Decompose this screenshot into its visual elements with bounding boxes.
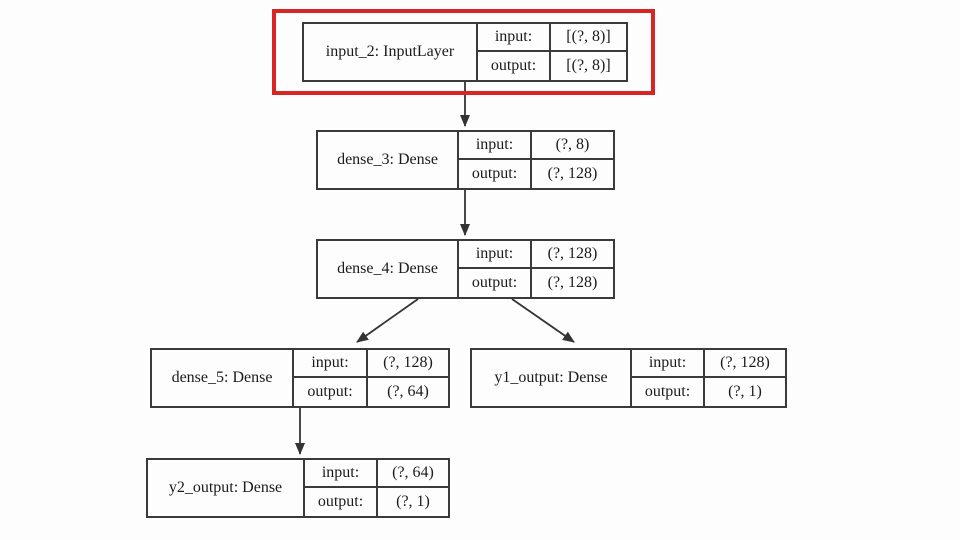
input-label: input:	[459, 132, 532, 160]
layer-name: y1_output: Dense	[472, 350, 632, 406]
layer-node-dense-3: dense_3: Dense input: (?, 8) output: (?,…	[316, 130, 615, 190]
layer-node-input-2: input_2: InputLayer input: [(?, 8)] outp…	[302, 22, 628, 82]
output-shape: (?, 1)	[396, 493, 430, 510]
layer-node-dense-4: dense_4: Dense input: (?, 128) output: (…	[316, 239, 615, 299]
input-shape: (?, 128)	[532, 241, 613, 269]
output-shape: (?, 64)	[387, 383, 429, 400]
output-shape: (?, 128)	[547, 165, 598, 182]
input-shape: (?, 128)	[705, 350, 785, 378]
output-label: output:	[305, 488, 378, 516]
input-label: input:	[632, 350, 705, 378]
layer-name: dense_3: Dense	[318, 132, 459, 188]
input-shape: (?, 8)	[532, 132, 613, 160]
layer-name: dense_5: Dense	[152, 350, 294, 406]
output-shape: (?, 1)	[728, 383, 762, 400]
output-label: output:	[459, 160, 532, 188]
input-label: input:	[478, 24, 551, 52]
edge-dense_4-y1_output	[511, 298, 575, 343]
output-label: output:	[632, 378, 705, 406]
output-shape: (?, 128)	[547, 274, 598, 291]
layer-node-y1-output: y1_output: Dense input: (?, 128) output:…	[470, 348, 787, 408]
layer-name: input_2: InputLayer	[304, 24, 478, 80]
output-label: output:	[478, 52, 551, 80]
input-label: input:	[459, 241, 532, 269]
input-shape: (?, 64)	[378, 460, 448, 488]
layer-node-dense-5: dense_5: Dense input: (?, 128) output: (…	[150, 348, 450, 408]
input-shape: (?, 128)	[368, 350, 448, 378]
input-label: input:	[294, 350, 368, 378]
input-label: input:	[305, 460, 378, 488]
layer-name: dense_4: Dense	[318, 241, 459, 297]
layer-name: y2_output: Dense	[148, 460, 305, 516]
layer-node-y2-output: y2_output: Dense input: (?, 64) output: …	[146, 458, 450, 518]
output-shape: [(?, 8)]	[566, 57, 611, 74]
output-label: output:	[459, 269, 532, 297]
edge-dense_4-dense_5	[356, 298, 419, 343]
input-shape: [(?, 8)]	[551, 24, 626, 52]
output-label: output:	[294, 378, 368, 406]
